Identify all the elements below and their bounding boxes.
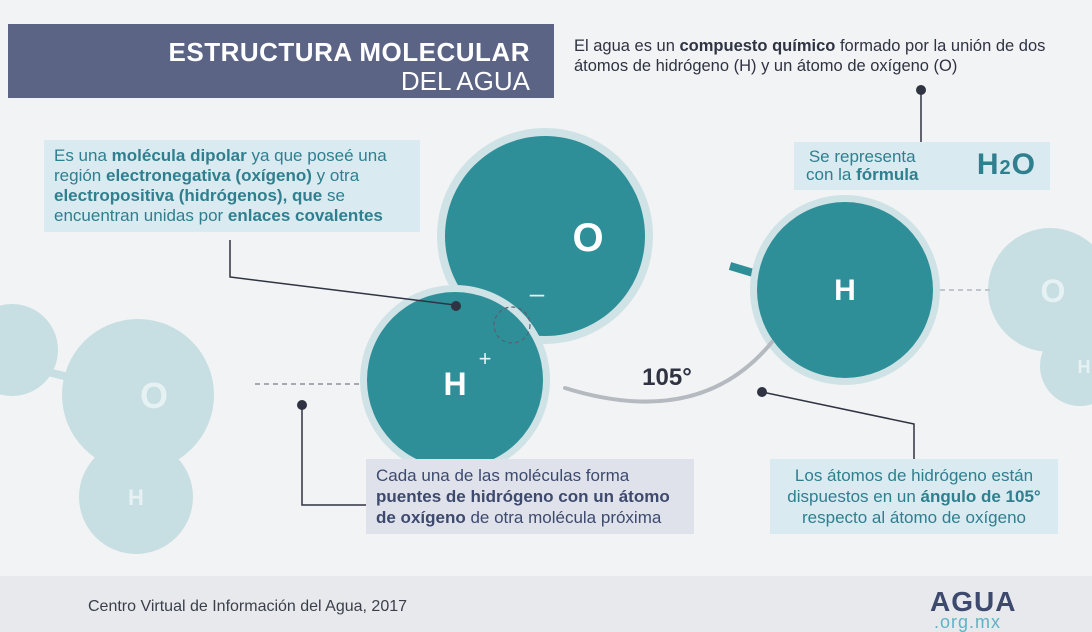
- dipole-connector: [229, 240, 456, 306]
- dipole-text-3: y otra: [311, 166, 360, 185]
- title-line-2: DEL AGUA: [400, 66, 530, 96]
- negative-charge: –: [530, 278, 545, 308]
- dipole-bold-4: enlaces covalentes: [227, 206, 383, 225]
- faded-hydrogen-right: [1040, 326, 1092, 406]
- hydrogen-right-label: H: [834, 274, 856, 307]
- intro-text: El agua es un compuesto químico formado …: [574, 36, 1074, 76]
- bridge-connector: [301, 405, 366, 506]
- formula-o: O: [1011, 148, 1036, 181]
- angle-bold-1: ángulo de 105°: [920, 487, 1041, 506]
- title-banner: ESTRUCTURA MOLECULAR DEL AGUA: [8, 24, 554, 98]
- formula-connector-dot: [916, 85, 926, 95]
- title-line-1: ESTRUCTURA MOLECULAR: [168, 37, 530, 67]
- oxygen-label: O: [572, 216, 603, 260]
- footer: Centro Virtual de Información del Agua, …: [0, 576, 1092, 632]
- dipole-bold-2: electronegativa (oxígeno): [105, 166, 312, 185]
- formula-note: Se representa con la fórmula H2O: [794, 142, 1050, 190]
- water-formula: H2O: [977, 148, 1036, 182]
- bridge-text-1: Cada una de las moléculas forma: [376, 466, 630, 485]
- formula-h: H: [976, 148, 1000, 181]
- dipole-note: Es una molécula dipolar ya que poseé una…: [44, 140, 420, 232]
- bridge-connector-dot: [297, 400, 307, 410]
- faded-oxygen-right-label: O: [1041, 273, 1066, 309]
- positive-charge: +: [479, 346, 492, 371]
- angle-note: Los átomos de hidrógeno están dispuestos…: [770, 459, 1058, 534]
- bridge-bold-1: puentes de hidrógeno con un átomo de oxí…: [376, 487, 670, 527]
- dipole-bold-3: electropositiva (hidrógenos), que: [54, 186, 323, 205]
- dipole-connector-dot: [451, 301, 461, 311]
- agua-logo-domain[interactable]: .org.mx: [934, 612, 1002, 632]
- dipole-bold-1: molécula dipolar: [111, 146, 247, 165]
- intro-bold-1: compuesto químico: [679, 37, 836, 55]
- faded-hydrogen-left-label: H: [128, 485, 144, 510]
- dipole-text-2: ya que poseé una región: [54, 146, 387, 185]
- formula-caption: Se representa con la fórmula: [806, 148, 918, 184]
- angle-text-2: respecto al átomo de oxígeno: [802, 508, 1026, 527]
- faded-oxygen-left: [62, 319, 214, 471]
- dipole-text-4: se encuentran unidas por: [54, 186, 345, 225]
- angle-connector: [761, 391, 915, 459]
- formula-subscript: 2: [999, 157, 1012, 179]
- faded-oxygen-right: [988, 228, 1092, 352]
- agua-logo[interactable]: AGUA: [930, 586, 1017, 617]
- angle-text-1: Los átomos de hidrógeno están dispuestos…: [787, 466, 1034, 506]
- hydrogen-bridge-note: Cada una de las moléculas forma puentes …: [366, 459, 694, 534]
- formula-caption-bold: fórmula: [856, 165, 919, 184]
- bridge-text-2: de otra molécula próxima: [465, 508, 662, 527]
- faded-oxygen-left-label: O: [140, 375, 168, 416]
- angle-connector-dot: [757, 387, 767, 397]
- hydrogen-left-label: H: [443, 366, 466, 402]
- formula-caption-prefix: con la: [806, 165, 857, 184]
- faded-hydrogen-right-label: H: [1078, 357, 1091, 377]
- oxygen-atom: [445, 136, 645, 336]
- hydrogen-left-atom: [367, 292, 543, 468]
- dipole-highlight: [493, 306, 531, 344]
- faded-atom-far-left: [0, 304, 58, 396]
- faded-hydrogen-left: [79, 440, 193, 554]
- angle-label: 105°: [642, 364, 692, 391]
- angle-arc: [563, 340, 774, 404]
- intro-part-2: formado por la unión de dos átomos de hi…: [574, 37, 1046, 75]
- formula-caption-line-1: Se representa: [808, 147, 916, 166]
- dipole-text-1: Es una: [54, 146, 112, 165]
- hydrogen-right-atom: [757, 202, 933, 378]
- intro-part-1: El agua es un: [574, 37, 680, 55]
- footer-credit: Centro Virtual de Información del Agua, …: [88, 598, 408, 615]
